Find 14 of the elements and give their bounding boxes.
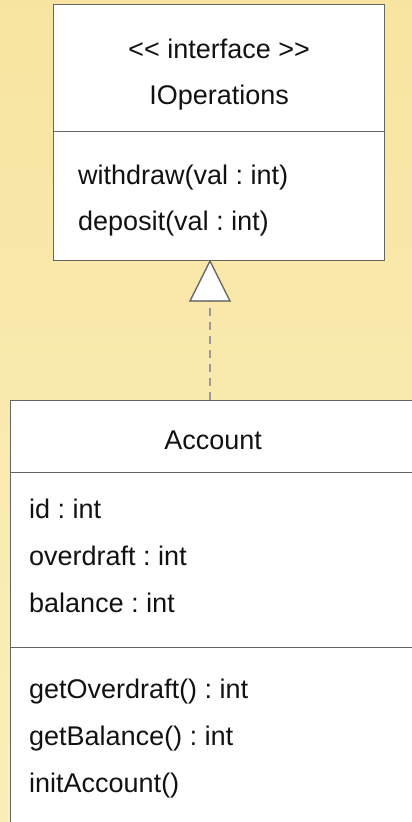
method-text: getOverdraft() : int xyxy=(29,673,248,705)
method-text: deposit(val : int) xyxy=(78,205,269,237)
class-name: Account xyxy=(163,424,263,456)
class-box xyxy=(10,400,412,822)
method-text: initAccount() xyxy=(29,767,180,799)
method-text: getBalance() : int xyxy=(29,720,234,752)
attribute-text: balance : int xyxy=(29,587,175,619)
interface-box xyxy=(53,4,385,261)
attribute-text: overdraft : int xyxy=(29,540,187,572)
realization-arrow xyxy=(189,260,231,400)
attribute-text: id : int xyxy=(29,493,102,525)
interface-name: IOperations xyxy=(148,79,290,111)
stereotype-label: << interface >> xyxy=(127,33,311,65)
method-text: withdraw(val : int) xyxy=(78,159,288,191)
